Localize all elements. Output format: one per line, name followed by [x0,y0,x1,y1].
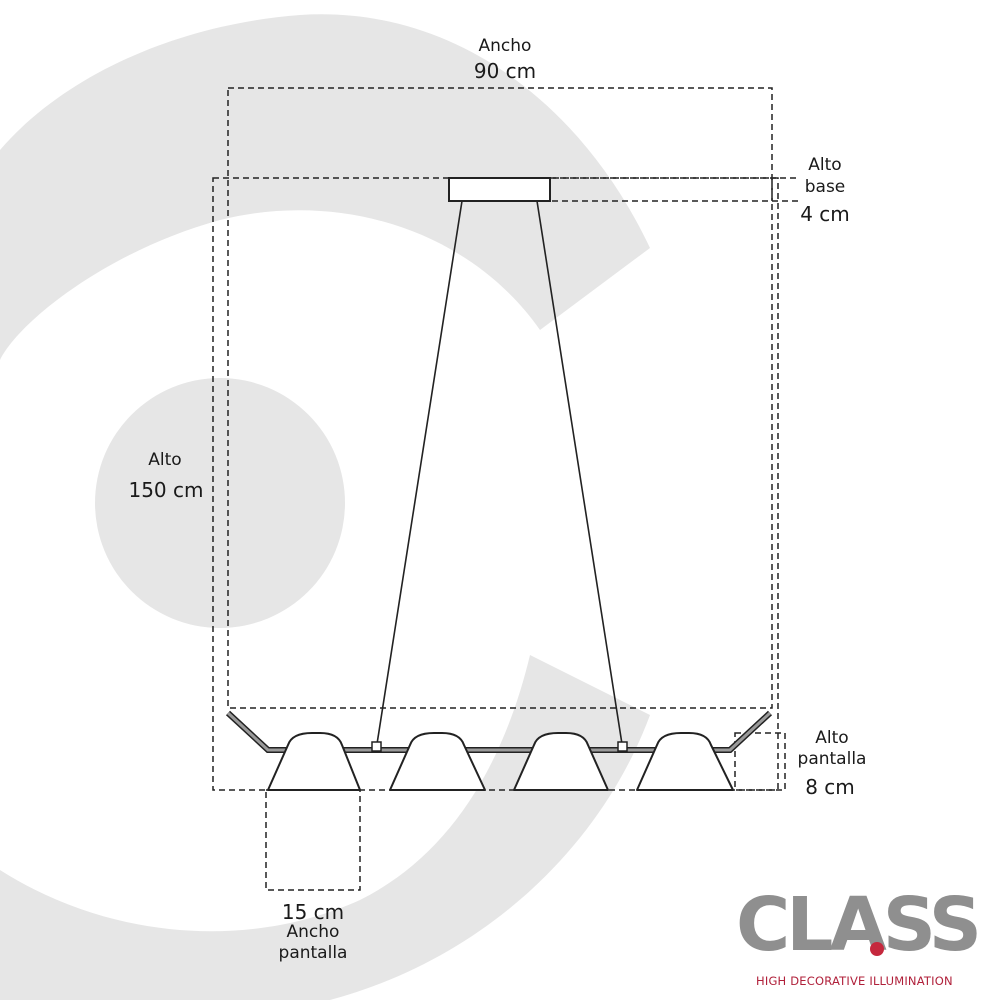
width-dimension-box [227,87,773,709]
base-height-value: 4 cm [800,202,850,226]
base-height-sublabel: base [804,177,846,197]
lamp-shade-3 [513,732,609,791]
shade-width-sublabel: pantalla [278,943,348,963]
background-lower-c-shape [0,655,650,1000]
background-c-shape [0,14,650,360]
brand-logo-wordmark: CLASS [736,882,982,968]
brand-tagline: HIGH DECORATIVE ILLUMINATION [756,974,953,988]
height-value: 150 cm [128,478,204,502]
base-height-label: Alto [808,155,842,175]
right-cable [536,200,623,745]
lamp-shade-4 [636,732,734,791]
shade-height-label: Alto [815,728,849,748]
width-value: 90 cm [473,59,537,83]
lamp-bar-highlight [226,711,772,752]
shade-width-guide [265,789,361,891]
shade-height-value: 8 cm [805,775,855,799]
shade-width-value: 15 cm [281,900,345,924]
ceiling-base [448,177,551,202]
height-label: Alto [148,450,182,470]
right-cable-clamp [617,741,628,752]
brand-logo-dot [870,942,884,956]
shade-height-sublabel: pantalla [797,749,867,769]
left-cable [376,200,463,745]
lamp-shade-1 [267,732,361,791]
lamp-shade-2 [389,732,486,791]
base-height-guide [550,177,800,202]
left-cable-clamp [371,741,382,752]
shade-height-guide [734,732,786,791]
brand-logo: CLASS HIGH DECORATIVE ILLUMINATION [736,888,986,993]
shade-width-label: Ancho [286,922,340,942]
background-circle-shape [95,378,345,628]
width-label: Ancho [478,36,532,56]
